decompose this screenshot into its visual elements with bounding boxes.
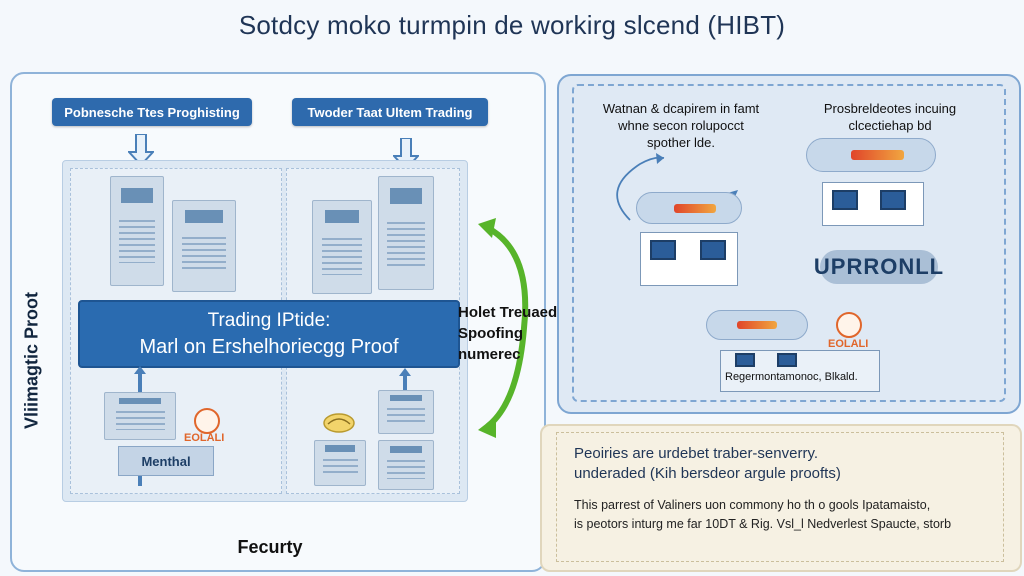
diagram-title: Sotdcy moko turmpin de workirg slcend (H…	[238, 10, 786, 40]
right-right-note-line-2: clcectiehap bd	[848, 118, 932, 133]
chip-stripe	[850, 150, 905, 160]
info-heading-line-2: underaded (Kih bersdeor argule proofts)	[574, 465, 841, 482]
trading-proof-banner: Trading IPtide: Marl on Ershelhoriecgg P…	[78, 300, 460, 368]
monitor-icon	[700, 240, 726, 260]
document-card	[378, 176, 434, 290]
top-label-left: Pobnesche Ttes Proghisting	[52, 98, 252, 126]
info-body-line-2: is peotors inturg me far 10DT & Rig. Vsl…	[574, 517, 952, 531]
info-panel	[540, 424, 1022, 572]
side-label: Vliimagtic Proot	[21, 291, 42, 429]
right-panel-dashed-frame	[572, 84, 1006, 402]
info-body: This parrest of Valiners uon commony ho …	[574, 496, 1004, 534]
info-body-line-1: This parrest of Valiners uon commony ho …	[574, 498, 931, 512]
seal-label: EOLALI	[828, 338, 869, 350]
token-chip	[806, 138, 936, 172]
right-left-note-line-2: whne secon rolupocct	[618, 118, 744, 133]
monitor-icon	[650, 240, 676, 260]
chip-stripe	[674, 203, 717, 213]
document-card	[172, 200, 236, 292]
monitor-icon	[777, 353, 797, 367]
badge-card: Menthal	[118, 446, 214, 476]
bottom-label: Fecurty	[237, 537, 303, 557]
info-panel-dashed-frame	[556, 432, 1004, 562]
handshake-icon	[323, 413, 355, 433]
footer-text: Regermontamonoc, Blkald.	[725, 371, 858, 383]
up-arrow-icon	[134, 366, 146, 392]
banner-line-1: Trading IPtide:	[207, 310, 331, 331]
right-left-note-line-1: Watnan & dcapirem in famt	[602, 101, 760, 116]
certificate-card	[104, 392, 176, 440]
right-left-note-line-3: spother lde.	[647, 135, 715, 150]
info-heading: Peoiries are urdebet traber-senverry. un…	[574, 444, 994, 484]
document-card	[110, 176, 164, 286]
center-note-line-1: Holet Treuaed	[458, 304, 558, 321]
center-note-line-2: Spoofing	[458, 325, 523, 342]
down-arrow-icon	[128, 134, 154, 166]
info-heading-line-1: Peoiries are urdebet traber-senverry.	[574, 445, 818, 462]
certificate-card	[378, 390, 434, 434]
banner-line-2: Marl on Ershelhoriecgg Proof	[139, 336, 399, 358]
certificate-card	[378, 440, 434, 490]
seal-icon	[194, 408, 220, 434]
token-chip	[636, 192, 742, 224]
up-arrow-icon	[399, 368, 411, 394]
monitor-icon	[735, 353, 755, 367]
footer-card: Regermontamonoc, Blkald.	[720, 350, 880, 392]
token-chip	[706, 310, 808, 340]
monitor-icon	[832, 190, 858, 210]
center-note-line-3: numerec	[458, 346, 521, 363]
top-label-right: Twoder Taat Ultem Trading	[292, 98, 488, 126]
right-right-note-line-1: Prosbreldeotes incuing	[823, 101, 957, 116]
right-left-note: Watnan & dcapirem in famt whne secon rol…	[588, 100, 774, 151]
center-note: Holet Treuaed Spoofing numerec	[458, 302, 588, 365]
highlight-pill: UPRRONLL	[814, 250, 943, 284]
seal-label: EOLALI	[184, 432, 225, 444]
certificate-card	[314, 440, 366, 486]
document-card	[312, 200, 372, 294]
seal-icon	[836, 312, 862, 338]
right-right-note: Prosbreldeotes incuing clcectiehap bd	[800, 100, 980, 134]
chip-stripe	[737, 320, 777, 330]
monitor-icon	[880, 190, 906, 210]
green-cycle-arrow-icon	[478, 218, 529, 438]
